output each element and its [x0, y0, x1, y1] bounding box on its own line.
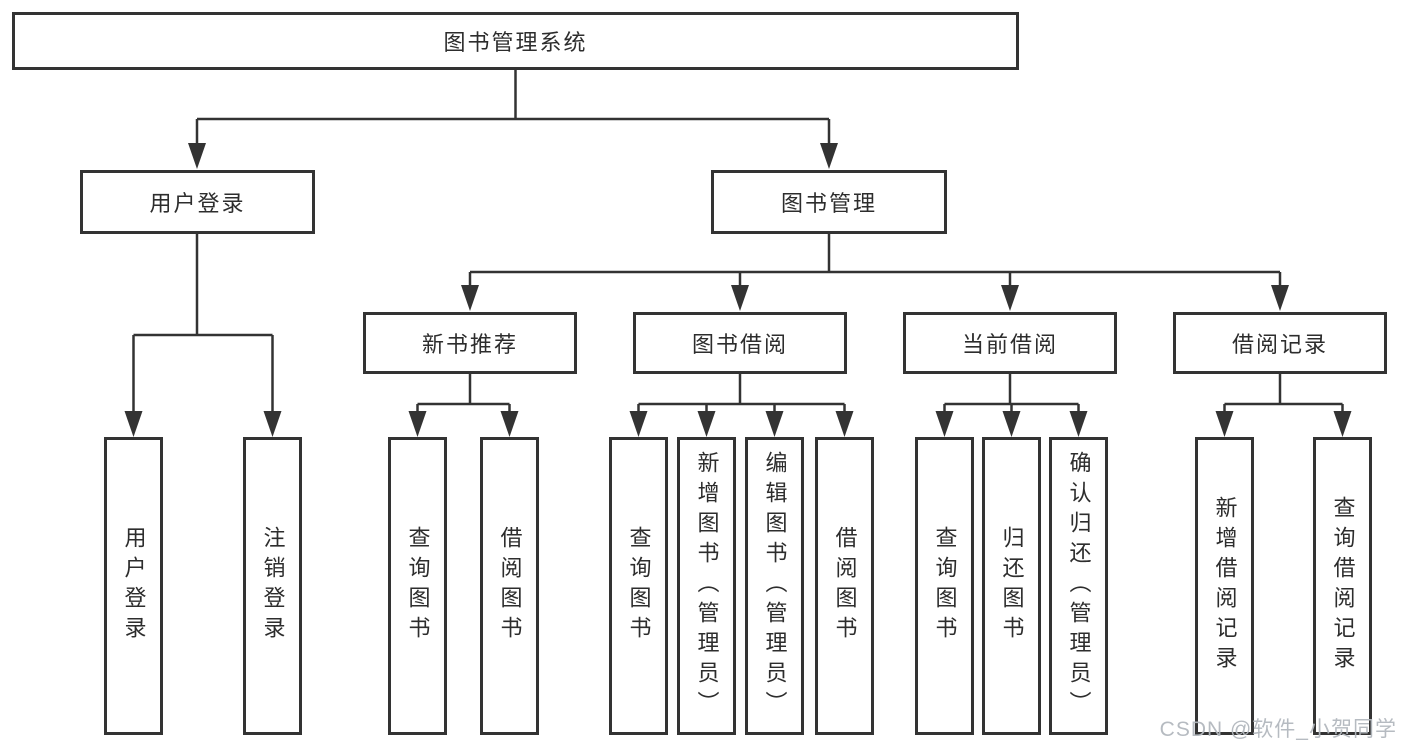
csdn-watermark: CSDN @软件_小贺同学 — [1159, 718, 1397, 741]
node-new-book-recommendation: 新书推荐 — [363, 312, 577, 374]
leaf-borrow-books-borrowing: 借阅图书 — [815, 437, 874, 735]
leaf-add-book-admin-label: 新增图书（管理员） — [694, 451, 720, 721]
leaf-confirm-return-admin: 确认归还（管理员） — [1049, 437, 1108, 735]
leaf-add-borrow-record: 新增借阅记录 — [1195, 437, 1254, 735]
leaf-logout: 注销登录 — [243, 437, 302, 735]
leaf-confirm-return-admin-label: 确认归还（管理员） — [1066, 451, 1092, 721]
node-borrowing-records: 借阅记录 — [1173, 312, 1387, 374]
leaf-edit-book-admin: 编辑图书（管理员） — [745, 437, 804, 735]
leaf-query-books-borrowing: 查询图书 — [609, 437, 668, 735]
leaf-query-books-current: 查询图书 — [915, 437, 974, 735]
leaf-borrow-books-recommend-label: 借阅图书 — [497, 526, 523, 646]
leaf-user-login-label: 用户登录 — [121, 526, 147, 646]
node-book-management: 图书管理 — [711, 170, 947, 234]
leaf-logout-label: 注销登录 — [260, 526, 286, 646]
node-current-borrowing: 当前借阅 — [903, 312, 1117, 374]
leaf-add-book-admin: 新增图书（管理员） — [677, 437, 736, 735]
leaf-query-books-current-label: 查询图书 — [932, 526, 958, 646]
node-root: 图书管理系统 — [12, 12, 1019, 70]
leaf-query-books-recommend: 查询图书 — [388, 437, 447, 735]
leaf-query-books-borrowing-label: 查询图书 — [626, 526, 652, 646]
leaf-user-login: 用户登录 — [104, 437, 163, 735]
leaf-query-books-recommend-label: 查询图书 — [405, 526, 431, 646]
leaf-edit-book-admin-label: 编辑图书（管理员） — [762, 451, 788, 721]
leaf-query-borrow-record: 查询借阅记录 — [1313, 437, 1372, 735]
node-book-borrowing: 图书借阅 — [633, 312, 847, 374]
leaf-borrow-books-borrowing-label: 借阅图书 — [832, 526, 858, 646]
leaf-add-borrow-record-label: 新增借阅记录 — [1212, 496, 1238, 676]
leaf-return-books-label: 归还图书 — [999, 526, 1025, 646]
leaf-borrow-books-recommend: 借阅图书 — [480, 437, 539, 735]
node-user-login: 用户登录 — [80, 170, 315, 234]
leaf-return-books: 归还图书 — [982, 437, 1041, 735]
leaf-query-borrow-record-label: 查询借阅记录 — [1330, 496, 1356, 676]
